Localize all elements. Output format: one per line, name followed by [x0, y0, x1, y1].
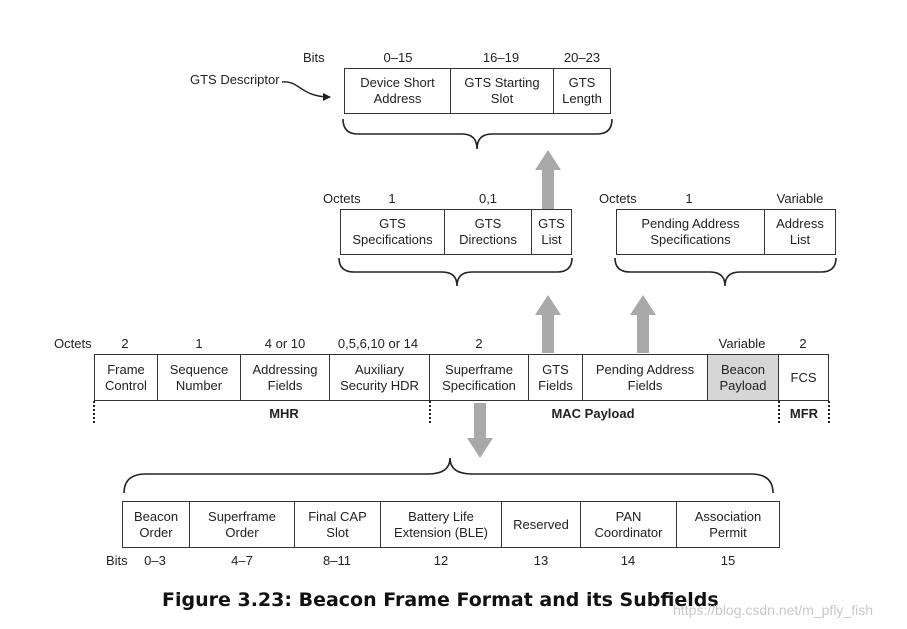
field-beacon-payload: Beacon Payload [707, 354, 779, 401]
field-pending-address-specifications: Pending Address Specifications [616, 209, 765, 255]
section-mac-payload: MAC Payload [551, 406, 635, 421]
frame-size-1: 1 [195, 336, 203, 351]
field-superframe-specification: Superframe Specification [429, 354, 529, 401]
pending-fields-unit: Octets [599, 191, 637, 206]
pending-fields-size-1: Variable [776, 191, 824, 206]
gts-fields-expand-arrow [535, 295, 561, 353]
frame-size-7: Variable [718, 336, 766, 351]
frame-size-2: 4 or 10 [264, 336, 306, 351]
field-gts-starting-slot: GTS Starting Slot [450, 68, 554, 114]
pending-fields-expand-arrow [630, 295, 656, 353]
superframe-size-1: 4–7 [231, 553, 253, 568]
pending-fields-brace [614, 257, 837, 287]
gts-descriptor-size-1: 16–19 [482, 50, 520, 65]
field-battery-life-extension: Battery Life Extension (BLE) [380, 501, 502, 548]
superframe-size-3: 12 [433, 553, 449, 568]
field-reserved: Reserved [501, 501, 581, 548]
field-pending-address-fields: Pending Address Fields [582, 354, 708, 401]
gts-list-expand-arrow [535, 150, 561, 210]
field-gts-specifications: GTS Specifications [340, 209, 445, 255]
gts-fields-size-1: 0,1 [478, 191, 498, 206]
frame-unit: Octets [54, 336, 92, 351]
gts-descriptor-pointer-arrow [281, 81, 331, 101]
frame-size-3: 0,5,6,10 or 14 [337, 336, 419, 351]
gts-fields-unit: Octets [323, 191, 361, 206]
field-association-permit: Association Permit [676, 501, 780, 548]
superframe-size-4: 13 [533, 553, 549, 568]
gts-descriptor-label: GTS Descriptor [190, 72, 280, 87]
field-final-cap-slot: Final CAP Slot [294, 501, 381, 548]
superframe-size-5: 14 [620, 553, 636, 568]
superframe-expand-arrow [467, 403, 493, 458]
superframe-size-0: 0–3 [144, 553, 166, 568]
field-auxiliary-security-hdr: Auxiliary Security HDR [329, 354, 430, 401]
gts-descriptor-brace [342, 118, 613, 150]
gts-descriptor-size-0: 0–15 [383, 50, 413, 65]
frame-size-4: 2 [475, 336, 483, 351]
field-gts-directions: GTS Directions [444, 209, 532, 255]
field-gts-list: GTS List [531, 209, 572, 255]
field-superframe-order: Superframe Order [189, 501, 295, 548]
pending-fields-size-0: 1 [685, 191, 693, 206]
field-fcs: FCS [778, 354, 829, 401]
field-device-short-address: Device Short Address [344, 68, 451, 114]
superframe-size-6: 15 [720, 553, 736, 568]
frame-size-0: 2 [121, 336, 129, 351]
field-addressing-fields: Addressing Fields [240, 354, 330, 401]
field-gts-fields: GTS Fields [528, 354, 583, 401]
figure-caption: Figure 3.23: Beacon Frame Format and its… [162, 589, 719, 611]
field-gts-length: GTS Length [553, 68, 611, 114]
field-sequence-number: Sequence Number [157, 354, 241, 401]
gts-fields-brace [338, 257, 573, 287]
gts-descriptor-unit: Bits [303, 50, 325, 65]
superframe-unit: Bits [106, 553, 128, 568]
watermark: https://blog.csdn.net/m_pfly_fish [673, 602, 873, 618]
superframe-spec-brace [123, 457, 774, 494]
superframe-size-2: 8–11 [323, 553, 351, 568]
section-mfr: MFR [789, 406, 819, 421]
field-frame-control: Frame Control [94, 354, 158, 401]
field-beacon-order: Beacon Order [122, 501, 190, 548]
gts-descriptor-size-2: 20–23 [563, 50, 601, 65]
section-mhr: MHR [269, 406, 299, 421]
gts-fields-size-0: 1 [388, 191, 396, 206]
frame-size-8: 2 [799, 336, 807, 351]
field-pan-coordinator: PAN Coordinator [580, 501, 677, 548]
field-address-list: Address List [764, 209, 836, 255]
